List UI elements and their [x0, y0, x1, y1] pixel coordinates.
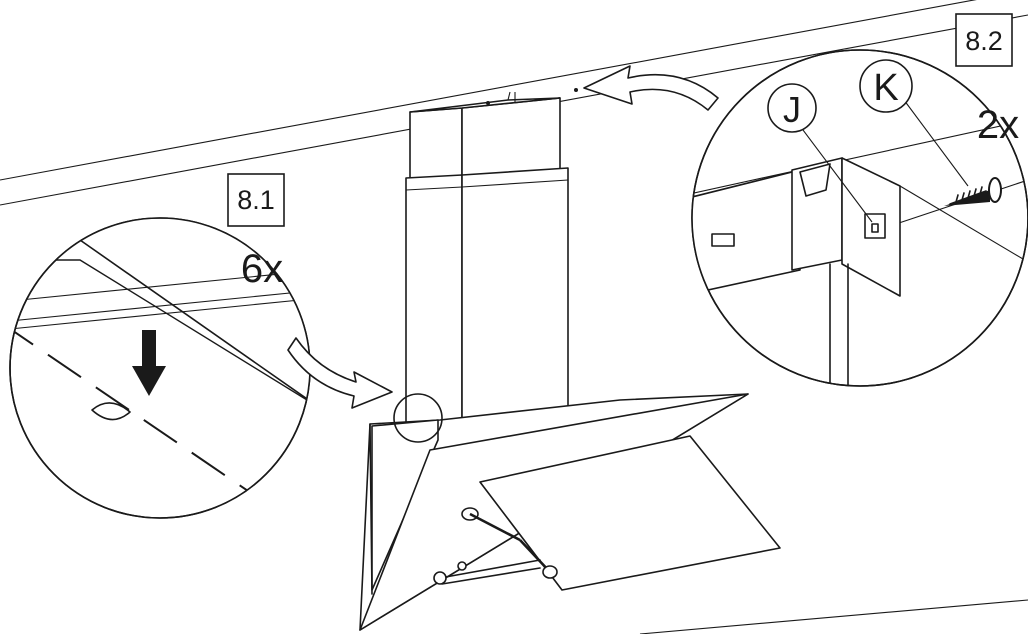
chimney-upper — [409, 91, 561, 197]
part-j-callout: J — [767, 83, 817, 133]
detail-circle-8-2 — [691, 49, 1028, 387]
leader-line-j — [799, 125, 873, 223]
step-8-1-label: 8.1 6x — [227, 173, 285, 291]
screw-icon — [944, 177, 1002, 206]
step-8-2-number: 8.2 — [965, 26, 1003, 56]
curved-arrow-icon — [574, 65, 719, 111]
step-8-1-quantity: 6x — [241, 247, 283, 291]
hinge-mechanism — [433, 507, 558, 585]
detail-circle-8-1 — [9, 217, 311, 519]
detail-target-circle — [393, 393, 443, 443]
part-k-callout: K — [859, 59, 913, 113]
part-k-letter: K — [873, 67, 898, 109]
down-arrow-icon — [132, 330, 166, 396]
step-8-2-quantity: 2x — [977, 103, 1019, 147]
curved-arrow-icon — [287, 337, 393, 409]
chimney-lower — [405, 167, 569, 437]
step-8-2-label: 8.2 2x — [955, 13, 1019, 147]
part-j-letter: J — [783, 89, 801, 130]
wall-line — [639, 599, 1028, 634]
step-8-1-number: 8.1 — [237, 185, 275, 215]
leader-line-k — [903, 99, 969, 187]
